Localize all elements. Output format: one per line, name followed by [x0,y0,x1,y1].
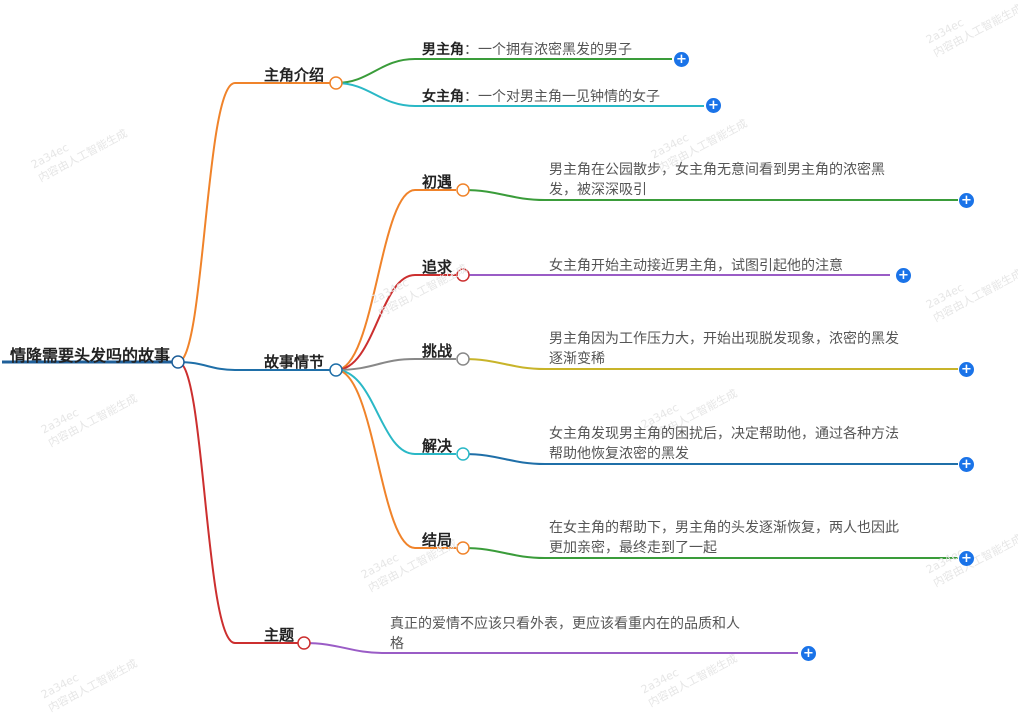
leaf-separator: ： [464,89,478,105]
expand-tiaozhan-button[interactable]: + [959,362,974,377]
jiejue-collapse-toggle[interactable] [456,447,470,461]
edge-jiejue-leaf [462,453,958,465]
plot-node-chuyu[interactable]: 初遇 [422,173,453,191]
edge-tiaozhan-leaf [462,358,958,370]
expand-theme-button[interactable]: + [801,646,816,661]
edge-plot-chuyu [335,189,456,371]
edge-root-intro [177,82,330,363]
leaf-jieju[interactable]: 在女主角的帮助下，男主角的头发逐渐恢复，两人也因此 更加亲密，最终走到了一起 [549,518,899,558]
leaf-line: 更加亲密，最终走到了一起 [549,540,717,556]
leaf-line: 格 [390,636,404,652]
leaf-line: 女主角发现男主角的困扰后，决定帮助他，通过各种方法 [549,426,899,442]
edge-root-plot [177,361,330,371]
expand-male-lead-button[interactable]: + [674,52,689,67]
leaf-chuyu[interactable]: 男主角在公园散步，女主角无意间看到男主角的浓密黑 发，被深深吸引 [549,160,885,200]
branch-theme[interactable]: 主题 [264,626,295,644]
expand-female-lead-button[interactable]: + [706,98,721,113]
leaf-line: 帮助他恢复浓密的黑发 [549,446,689,462]
leaf-male-lead[interactable]: 男主角：一个拥有浓密黑发的男子 [422,39,632,59]
edge-plot-tiaozhan [335,358,456,371]
tiaozhan-collapse-toggle[interactable] [456,352,470,366]
edge-plot-jiejue [335,369,456,455]
jieju-collapse-toggle[interactable] [456,541,470,555]
plot-node-jiejue[interactable]: 解决 [422,437,453,455]
edge-chuyu-leaf [462,189,958,201]
branch-intro[interactable]: 主角介绍 [264,66,325,84]
leaf-key: 女主角 [422,89,464,105]
edge-intro-male [335,58,672,84]
leaf-theme[interactable]: 真正的爱情不应该只看外表，更应该看重内在的品质和人 格 [390,614,740,654]
edge-jieju-leaf [462,547,958,559]
expand-zhuiqiu-button[interactable]: + [896,268,911,283]
branch-plot[interactable]: 故事情节 [264,353,325,371]
root-node[interactable]: 情降需要头发吗的故事 [10,346,171,365]
leaf-tiaozhan[interactable]: 男主角因为工作压力大，开始出现脱发现象，浓密的黑发 逐渐变稀 [549,329,899,369]
edge-intro-female [335,82,704,107]
leaf-line: 在女主角的帮助下，男主角的头发逐渐恢复，两人也因此 [549,520,899,536]
leaf-separator: ： [464,42,478,58]
edge-plot-jieju [335,369,456,549]
edge-theme-leaf [303,642,798,654]
leaf-line: 女主角开始主动接近男主角，试图引起他的注意 [549,258,843,274]
plot-collapse-toggle[interactable] [329,363,343,377]
chuyu-collapse-toggle[interactable] [456,183,470,197]
edge-root-theme [177,361,298,644]
expand-jiejue-button[interactable]: + [959,457,974,472]
leaf-line: 发，被深深吸引 [549,182,647,198]
leaf-line: 真正的爱情不应该只看外表，更应该看重内在的品质和人 [390,616,740,632]
plot-node-zhuiqiu[interactable]: 追求 [422,258,453,276]
leaf-key: 男主角 [422,42,464,58]
expand-chuyu-button[interactable]: + [959,193,974,208]
plot-node-tiaozhan[interactable]: 挑战 [422,342,453,360]
leaf-zhuiqiu[interactable]: 女主角开始主动接近男主角，试图引起他的注意 [549,256,843,276]
expand-jieju-button[interactable]: + [959,551,974,566]
plot-node-jieju[interactable]: 结局 [422,531,453,549]
leaf-line: 逐渐变稀 [549,351,605,367]
intro-collapse-toggle[interactable] [329,76,343,90]
leaf-value: 一个拥有浓密黑发的男子 [478,42,632,58]
theme-collapse-toggle[interactable] [297,636,311,650]
leaf-female-lead[interactable]: 女主角：一个对男主角一见钟情的女子 [422,86,660,106]
root-collapse-toggle[interactable] [171,355,185,369]
leaf-line: 男主角在公园散步，女主角无意间看到男主角的浓密黑 [549,162,885,178]
edge-plot-zhuiqiu [335,274,456,371]
leaf-value: 一个对男主角一见钟情的女子 [478,89,660,105]
leaf-line: 男主角因为工作压力大，开始出现脱发现象，浓密的黑发 [549,331,899,347]
leaf-jiejue[interactable]: 女主角发现男主角的困扰后，决定帮助他，通过各种方法 帮助他恢复浓密的黑发 [549,424,899,464]
zhuiqiu-collapse-toggle[interactable] [456,268,470,282]
